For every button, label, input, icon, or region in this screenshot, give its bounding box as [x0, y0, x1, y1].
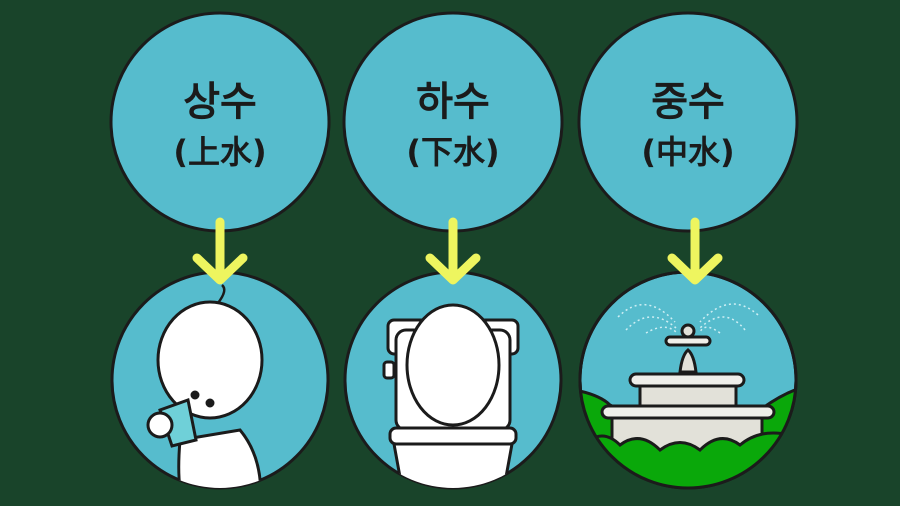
arrow-down-icon: [667, 217, 723, 285]
label-circle-jungsu: 중수 (中水): [577, 11, 799, 233]
title-text: 하수: [416, 79, 490, 125]
toilet-icon: [343, 270, 563, 490]
label-circle-hasu: 하수 (下水): [342, 11, 564, 233]
hanja-text: (中水): [641, 133, 734, 171]
arrow-down-icon: [192, 217, 248, 285]
person-drinking-water-icon: [110, 270, 330, 490]
title-text: 상수: [183, 79, 257, 125]
hanja-text: (上水): [173, 133, 266, 171]
hanja-text: (下水): [406, 133, 499, 171]
fountain-icon: [578, 270, 798, 490]
label-circle-sangsu: 상수 (上水): [109, 11, 331, 233]
title-text: 중수: [651, 79, 725, 125]
arrow-down-icon: [425, 217, 481, 285]
